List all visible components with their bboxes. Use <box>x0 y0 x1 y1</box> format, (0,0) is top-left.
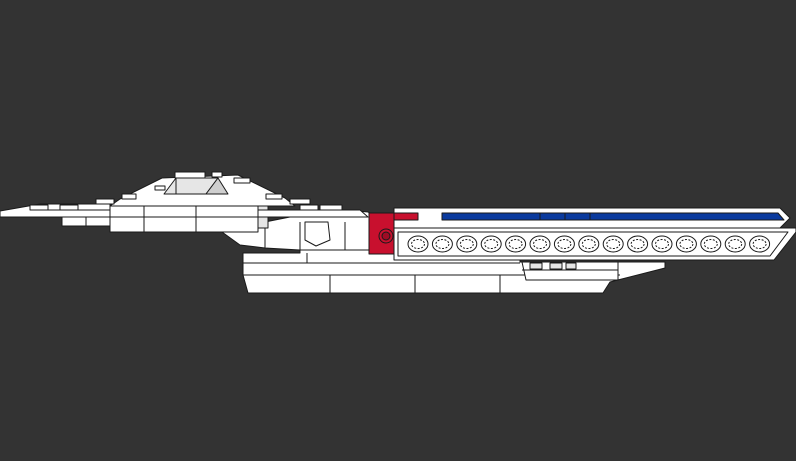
nacelle-stud-inner <box>581 239 596 249</box>
blue-stripe <box>441 212 785 221</box>
nacelle-stud-inner <box>679 239 694 249</box>
nacelle-stud-inner <box>484 239 499 249</box>
nacelle-stud-inner <box>728 239 743 249</box>
saucer-section <box>0 171 369 233</box>
nacelle-stud-inner <box>703 239 718 249</box>
nacelle-stud-inner <box>557 239 572 249</box>
nacelle-stud-inner <box>533 239 547 249</box>
nacelle-stud-inner <box>435 239 450 249</box>
nacelle-stud-inner <box>411 239 425 249</box>
nacelle-stud-row <box>407 235 771 253</box>
warp-nacelle <box>393 207 796 281</box>
nacelle-stud-inner <box>630 239 645 249</box>
nacelle-stud-inner <box>508 239 523 249</box>
nacelle-stud-inner <box>655 239 669 249</box>
nacelle-stud-inner <box>752 239 767 249</box>
nacelle-stud-inner <box>606 239 621 249</box>
nacelle-stud-inner <box>459 239 474 249</box>
